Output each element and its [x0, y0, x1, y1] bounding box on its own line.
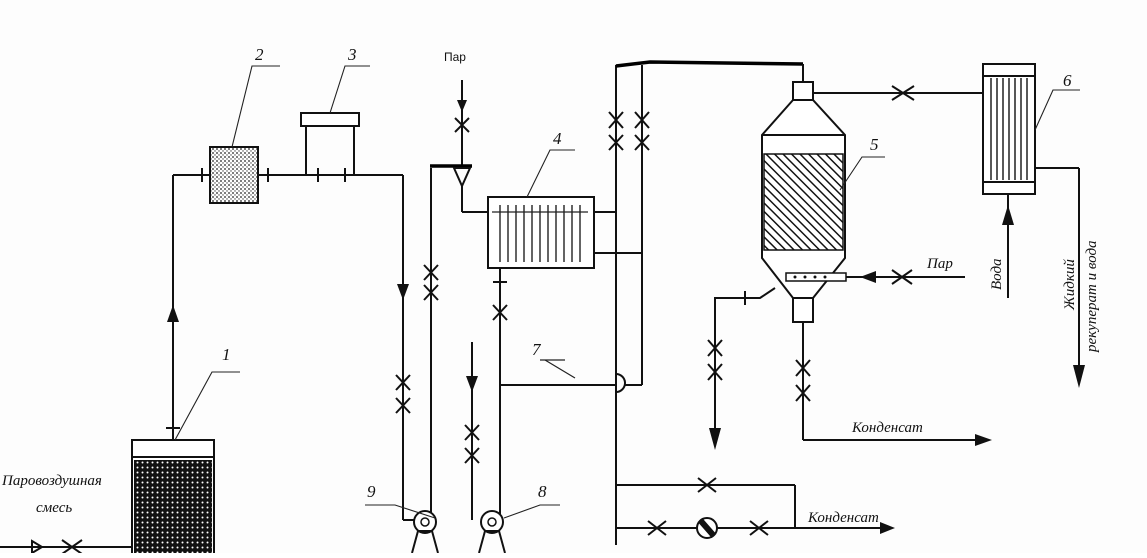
valve-icon	[395, 397, 411, 414]
pipe-7	[500, 359, 642, 393]
arrow-down-icon	[397, 284, 409, 300]
label-5: 5	[870, 135, 879, 154]
pipe-hx-to-column	[608, 60, 804, 545]
steam-line-top	[423, 80, 488, 520]
valve-icon	[795, 359, 811, 377]
pipe-column-to-6	[813, 85, 983, 101]
valve-icon	[608, 134, 624, 151]
label-4: 4	[553, 129, 562, 148]
valve-icon	[697, 477, 717, 493]
condensate-loop-bottom	[616, 477, 895, 539]
valve-icon	[707, 339, 723, 357]
arrow-down-icon	[457, 100, 467, 112]
label-2: 2	[255, 45, 264, 64]
filter-2	[209, 146, 259, 204]
arrow-down-icon	[466, 376, 478, 392]
steam-top-label: Пар	[444, 50, 466, 64]
label-7: 7	[532, 340, 542, 359]
blower-8	[478, 510, 506, 554]
label-3: 3	[347, 45, 357, 64]
device-3	[300, 112, 360, 175]
valve-icon	[634, 111, 650, 129]
valve-icon	[891, 85, 915, 101]
adsorber-1	[131, 439, 215, 556]
valve-icon	[707, 363, 723, 381]
arrow-up-icon	[167, 305, 179, 322]
valve-icon	[492, 304, 508, 321]
pipe-to-8	[464, 342, 480, 520]
valve-icon	[891, 269, 913, 285]
steam-inlet-right	[860, 269, 965, 285]
output-label-line1: Жидкий	[1062, 259, 1078, 311]
label-6: 6	[1063, 71, 1072, 90]
arrow-left-icon	[860, 271, 876, 283]
valve-icon	[749, 520, 769, 536]
condenser-6	[982, 63, 1085, 388]
column-5	[707, 81, 992, 450]
arrow-down-icon	[709, 428, 721, 450]
valve-icon	[464, 424, 480, 441]
condensate-right-label: Конденсат	[851, 420, 923, 436]
inlet-line	[0, 539, 132, 555]
label-8: 8	[538, 482, 547, 501]
check-valve-icon	[31, 539, 44, 555]
heat-exchanger-4	[487, 196, 642, 520]
arrow-down-icon	[1073, 365, 1085, 388]
valve-icon	[647, 520, 667, 536]
valve-icon	[795, 384, 811, 402]
valve-icon	[454, 117, 470, 133]
valve-icon	[634, 134, 650, 151]
condensate-bottom-label: Конденсат	[807, 510, 879, 526]
arrow-right-icon	[880, 522, 895, 534]
valve-icon	[423, 264, 439, 281]
valve-icon	[608, 111, 624, 129]
valve-icon	[464, 447, 480, 464]
output-label-line2: рекуперат и вода	[1084, 240, 1100, 353]
label-1: 1	[222, 345, 231, 364]
inlet-label-line1: Паровоздушная	[1, 473, 102, 489]
arrow-up-icon	[1002, 205, 1014, 225]
pipe-down-to-9	[395, 175, 415, 521]
pipe-1-to-2	[166, 168, 210, 440]
trap-icon	[452, 167, 472, 189]
valve-icon	[395, 374, 411, 391]
valve-icon	[423, 284, 439, 301]
leader-lines	[174, 65, 1080, 519]
pipe-2-to-3	[258, 168, 403, 182]
arrow-right-icon	[975, 434, 992, 446]
inlet-label-line2: смесь	[36, 500, 72, 516]
water-label: Вода	[989, 258, 1005, 290]
steam-right-label: Пар	[926, 256, 953, 272]
valve-icon	[61, 539, 83, 555]
label-9: 9	[367, 482, 376, 501]
